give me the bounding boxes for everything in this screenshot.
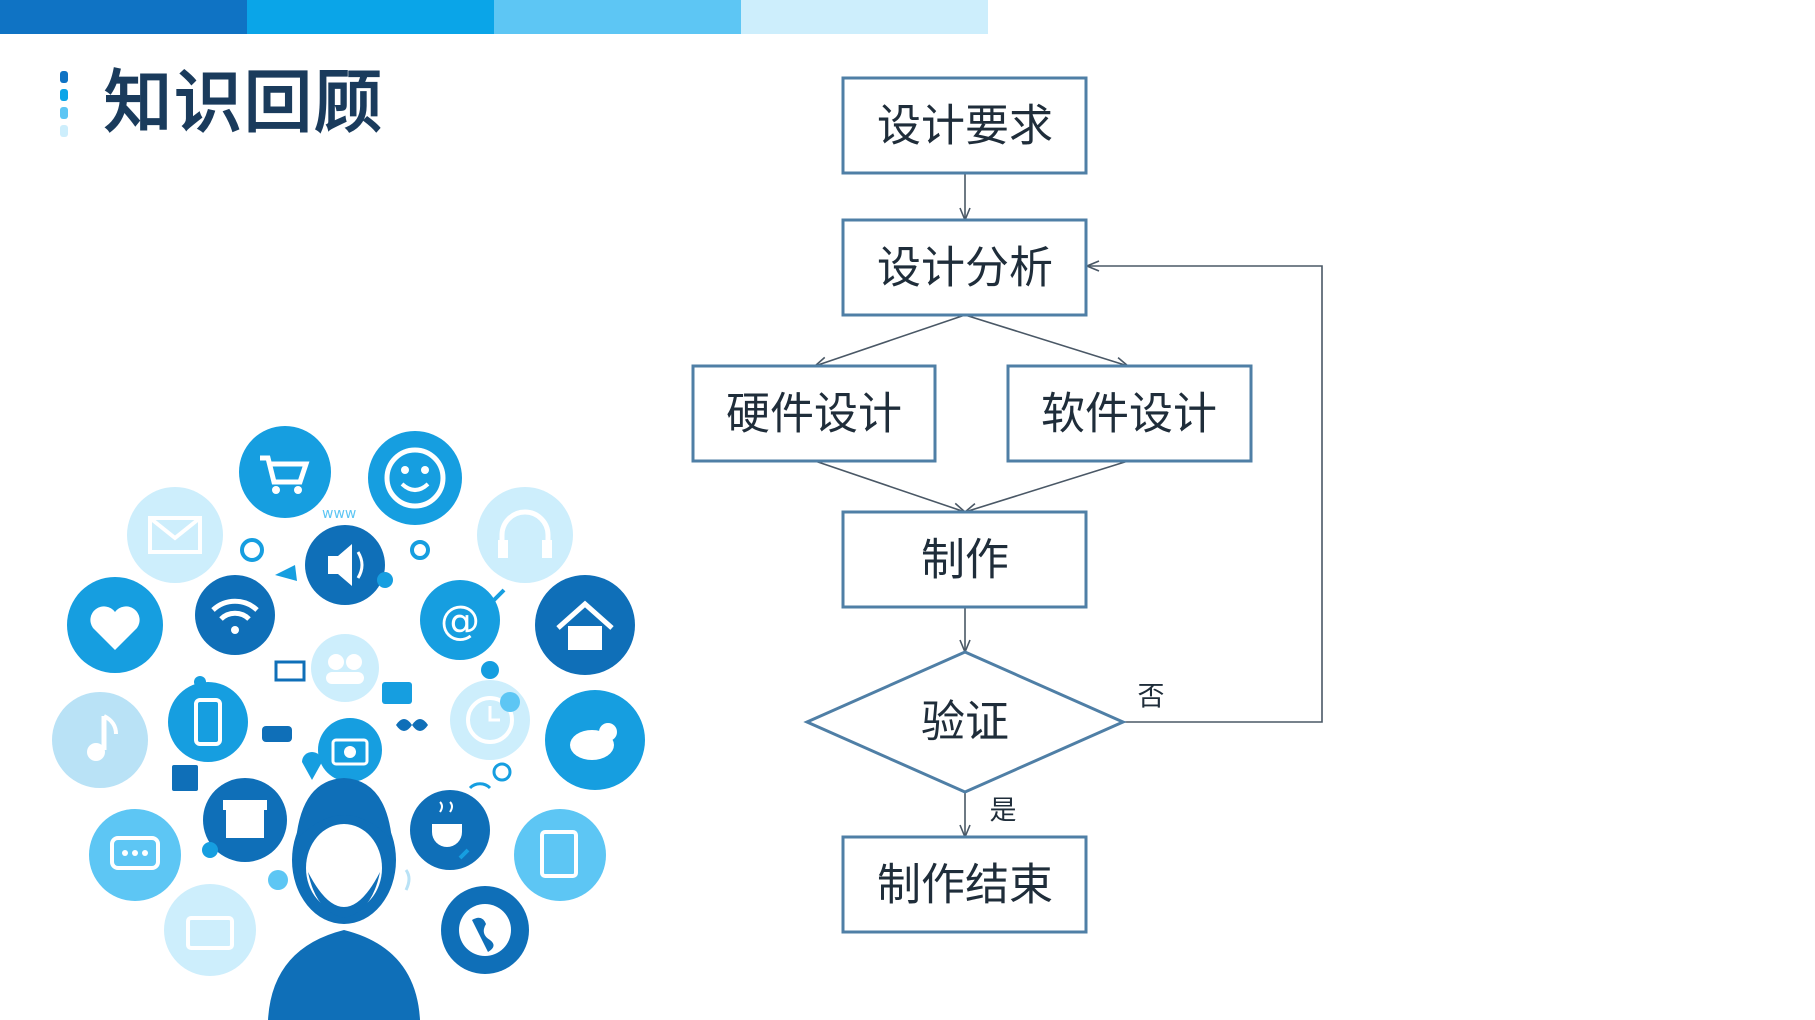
- bird-icon: [545, 690, 645, 790]
- svg-text:@: @: [440, 598, 480, 644]
- coffee-icon: [410, 790, 490, 870]
- cart-icon: [239, 426, 331, 518]
- edge-analysis-to-hardware: [815, 314, 966, 366]
- home-icon: [535, 575, 635, 675]
- notebook-icon: [514, 809, 606, 901]
- edge-label-yes: 是: [990, 796, 1017, 827]
- social-icon-illustration: www @: [52, 426, 645, 1020]
- node-hardware-design-label: 硬件设计: [726, 389, 902, 440]
- node-verification: 验证: [803, 650, 1127, 794]
- top-bar-segment-4: [741, 0, 988, 34]
- chat-icon: [89, 809, 181, 901]
- at-icon: @: [420, 580, 500, 660]
- decorative-small-icons: [172, 538, 520, 891]
- top-bar-segment-3: [494, 0, 741, 34]
- heart-icon: [67, 577, 163, 673]
- node-production: 制作: [841, 510, 1088, 609]
- briefcase-icon: [164, 884, 256, 976]
- headphones-icon: [477, 487, 573, 583]
- camera-icon: [318, 718, 382, 782]
- edge-verification-loop-back: [1087, 266, 1323, 723]
- title-marker: [60, 71, 68, 137]
- edge-label-no: 否: [1138, 682, 1165, 713]
- edge-software-to-production: [965, 460, 1129, 512]
- edge-hardware-to-production: [814, 460, 965, 512]
- smile-icon: [368, 431, 462, 525]
- node-production-end-label: 制作结束: [877, 860, 1053, 911]
- node-design-analysis-label: 设计分析: [877, 243, 1053, 294]
- www-text: www: [322, 506, 356, 522]
- top-bar-segment-1: [0, 0, 247, 34]
- flow-edges: [814, 173, 1323, 837]
- top-accent-bar: [0, 0, 988, 34]
- phone-icon: [168, 682, 248, 762]
- node-software-design: 软件设计: [1006, 364, 1253, 463]
- node-hardware-design: 硬件设计: [691, 364, 937, 463]
- users-icon: [311, 634, 379, 702]
- node-production-label: 制作: [921, 535, 1009, 586]
- edge-analysis-to-software: [964, 314, 1128, 366]
- music-icon: [52, 692, 148, 788]
- title-block: 知识回顾: [60, 70, 384, 138]
- gift-icon: [203, 778, 287, 862]
- page-title: 知识回顾: [104, 64, 385, 143]
- wifi-icon: [195, 575, 275, 655]
- person-avatar: [268, 778, 420, 1020]
- node-design-analysis: 设计分析: [841, 218, 1088, 317]
- node-software-design-label: 软件设计: [1041, 389, 1217, 440]
- globe-icon: [441, 886, 529, 974]
- mail-icon: [127, 487, 223, 583]
- speaker-icon: [305, 525, 385, 605]
- node-design-requirements-label: 设计要求: [877, 101, 1053, 152]
- clock-icon: [450, 680, 530, 760]
- node-design-requirements: 设计要求: [841, 76, 1088, 175]
- node-production-end: 制作结束: [841, 835, 1088, 934]
- top-bar-segment-2: [247, 0, 494, 34]
- node-verification-label: 验证: [921, 697, 1009, 748]
